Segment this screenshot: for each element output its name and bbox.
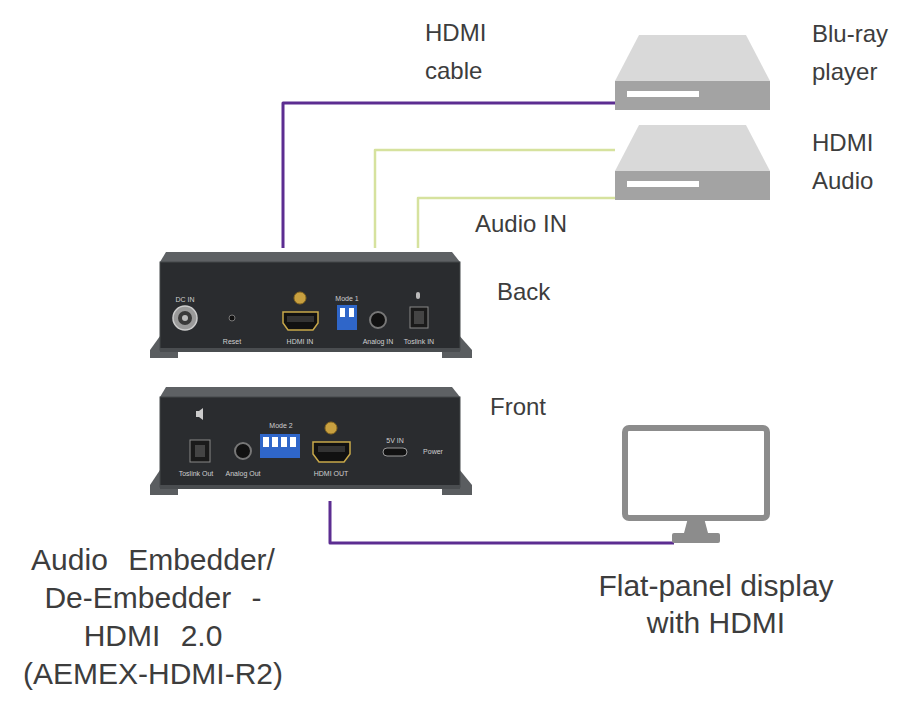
audio-front	[615, 171, 770, 200]
port-label: HDMI OUT	[314, 469, 349, 478]
product-caption: Audio Embedder/ De-Embedder - HDMI 2.0 (…	[17, 541, 289, 693]
device-name: Blu-ray player	[812, 15, 912, 91]
dip-switch	[337, 305, 357, 330]
device-name: Flat-panel display with HDMI	[586, 567, 846, 641]
housing-top	[160, 387, 460, 397]
front-panel-illustration	[148, 383, 483, 501]
port-label: HDMI IN	[287, 337, 314, 346]
toslink-port-inner	[195, 445, 205, 457]
speaker-symbol	[196, 411, 199, 417]
source-device: Blu-ray player	[612, 15, 915, 114]
monitor-screen	[625, 428, 767, 518]
port-label: Analog Out	[225, 469, 260, 478]
monitor-icon	[622, 425, 770, 543]
dc-jack-pin	[182, 315, 188, 321]
dip-switch	[260, 434, 300, 458]
toslink-port	[190, 440, 210, 462]
cable-label: HDMI cable	[425, 14, 515, 90]
hdmi-port-tongue	[318, 446, 345, 452]
dip-toggle	[290, 437, 296, 447]
player-slot	[627, 91, 699, 97]
audio-cable	[418, 198, 615, 248]
dip-toggle	[340, 308, 345, 317]
dip-toggle	[281, 437, 287, 447]
housing-lip	[160, 348, 460, 352]
mic-symbol	[416, 292, 420, 299]
hdmi-cable	[283, 103, 615, 248]
dip-toggle	[272, 437, 278, 447]
housing-face	[160, 397, 460, 487]
port-label: Analog IN	[363, 337, 394, 346]
audio-cable	[375, 150, 615, 248]
port-label: Toslink Out	[179, 469, 214, 478]
player-front	[615, 81, 770, 110]
device-panel: Front	[148, 383, 551, 505]
housing-face	[160, 262, 460, 350]
source-device: HDMI Audio	[612, 118, 915, 204]
housing-top	[160, 252, 460, 262]
port-label: DC IN	[175, 295, 194, 304]
speaker-symbol	[199, 408, 203, 420]
analog-jack	[370, 312, 386, 328]
usb-c-port	[383, 448, 407, 456]
port-label: Power	[423, 447, 443, 456]
port-label: Reset	[223, 337, 241, 346]
hdmi-port	[283, 312, 318, 330]
housing-lip	[160, 485, 460, 489]
reset-hole	[229, 315, 235, 321]
dip-toggle	[349, 308, 354, 317]
device-panel: Back	[148, 248, 555, 372]
hdmi-port-tongue	[287, 316, 314, 322]
status-led	[325, 422, 337, 434]
player-top	[615, 35, 770, 81]
panel-name: Front	[490, 388, 546, 426]
dc-jack	[173, 306, 197, 330]
monitor-base	[672, 533, 720, 543]
audio-top	[615, 125, 770, 171]
toslink-port	[410, 307, 428, 328]
toslink-port-inner	[414, 311, 424, 324]
audio-slot	[627, 181, 699, 187]
dc-jack-inner	[178, 311, 192, 325]
port-label: Toslink IN	[404, 337, 434, 346]
analog-jack	[235, 443, 251, 459]
back-panel-illustration	[148, 248, 483, 368]
port-label: Mode 1	[335, 294, 358, 303]
audio-icon	[615, 125, 770, 200]
panel-name: Back	[497, 273, 550, 311]
port-label: 5V IN	[386, 436, 404, 445]
status-led	[294, 292, 306, 304]
display-device: Flat-panel display with HDMI	[575, 420, 850, 645]
player-icon	[615, 35, 770, 110]
cable-label: Audio IN	[475, 205, 567, 243]
port-label: Mode 2	[269, 421, 292, 430]
monitor-neck	[684, 518, 708, 533]
device-name: HDMI Audio	[812, 124, 912, 200]
dip-toggle	[263, 437, 269, 447]
hdmi-port	[313, 442, 350, 462]
